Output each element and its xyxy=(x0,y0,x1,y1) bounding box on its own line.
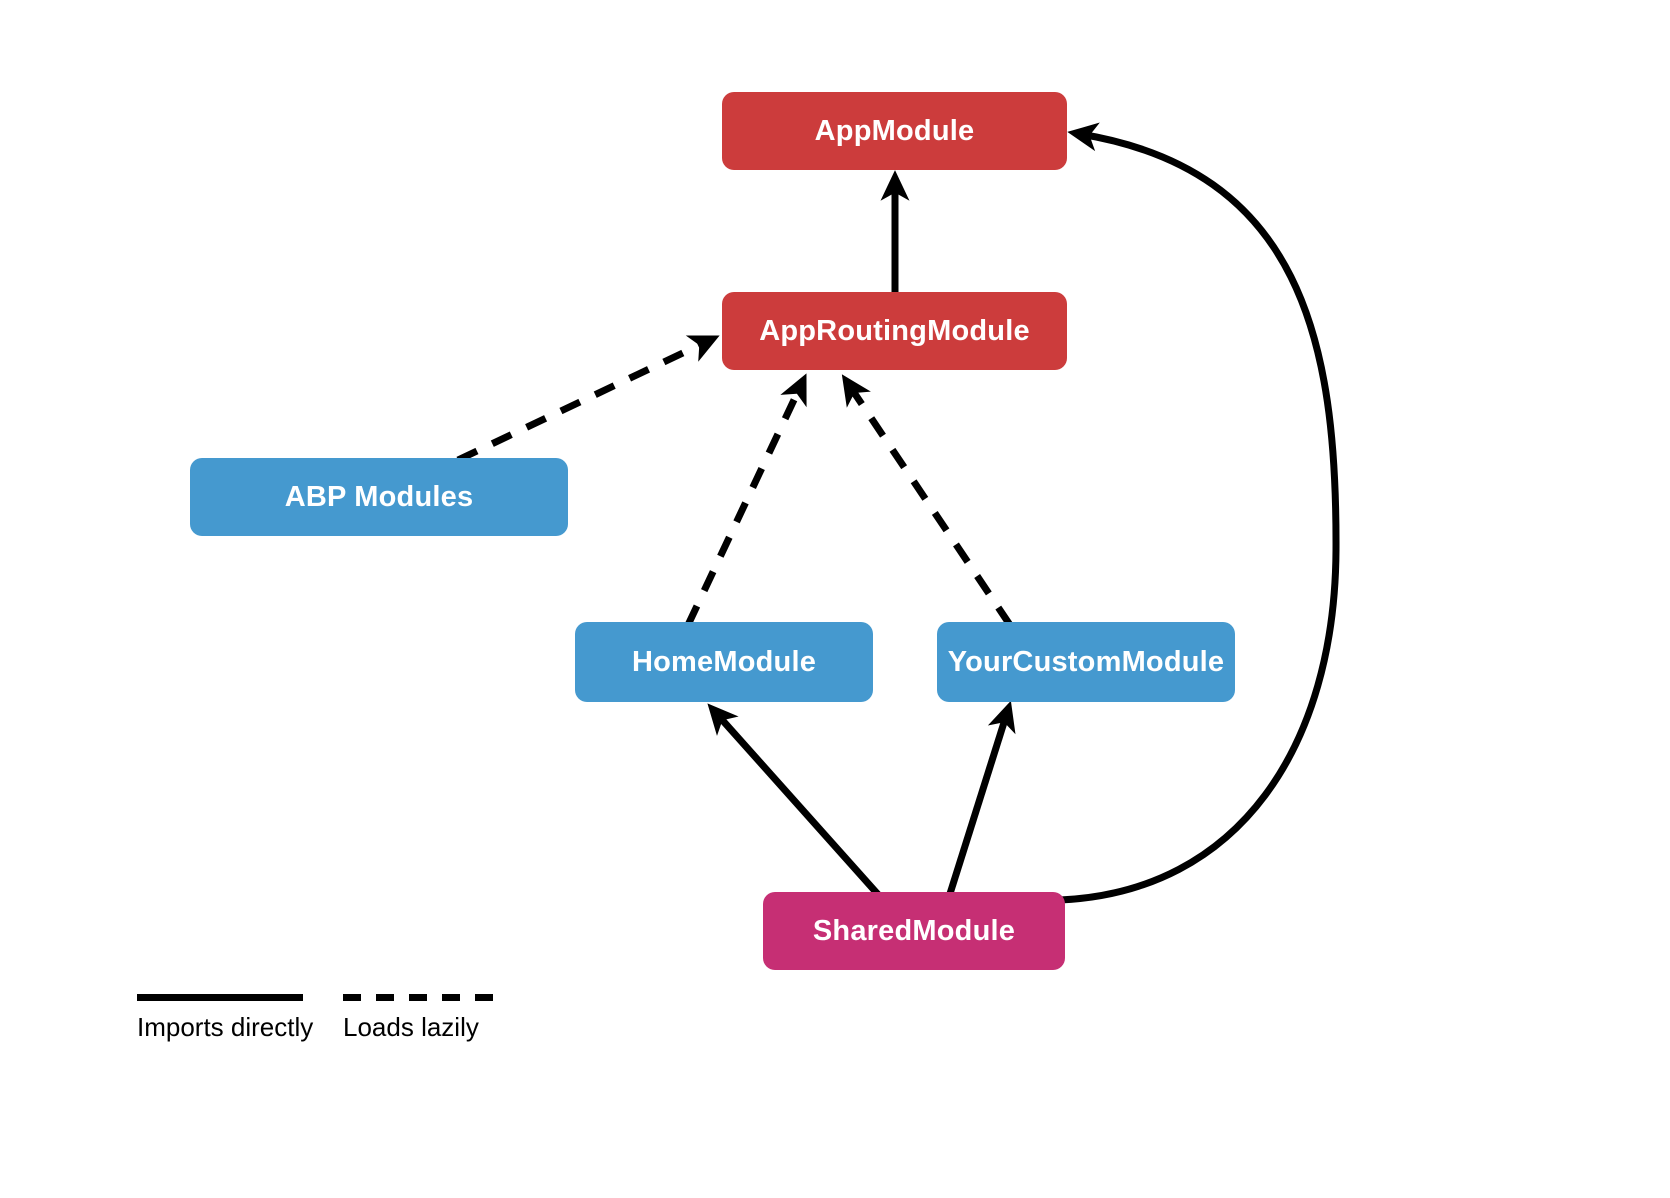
edge-sharedmodule-to-appmodule-curved xyxy=(1059,122,1340,904)
node-home-module: HomeModule xyxy=(575,622,873,702)
node-abp-modules-label: ABP Modules xyxy=(284,480,474,513)
node-app-module: AppModule xyxy=(722,92,1067,170)
edge-yourcustommodule-to-approutingmodule xyxy=(841,374,1013,627)
node-shared-module-label: SharedModule xyxy=(812,914,1016,947)
edge-sharedmodule-to-yourcustommodule xyxy=(944,700,1016,902)
node-your-custom-module: YourCustomModule xyxy=(937,622,1235,702)
node-your-custom-module-label: YourCustomModule xyxy=(947,645,1225,678)
node-app-routing-module-label: AppRoutingModule xyxy=(759,314,1030,347)
edge-abpmodules-to-approutingmodule xyxy=(456,335,720,464)
node-app-module-label: AppModule xyxy=(814,114,975,147)
edge-sharedmodule-to-homemodule xyxy=(707,703,886,903)
node-shared-module: SharedModule xyxy=(763,892,1065,970)
node-abp-modules: ABP Modules xyxy=(190,458,568,536)
node-home-module-label: HomeModule xyxy=(631,645,817,678)
node-app-routing-module: AppRoutingModule xyxy=(722,292,1067,370)
edge-homemodule-to-approutingmodule xyxy=(684,373,807,627)
